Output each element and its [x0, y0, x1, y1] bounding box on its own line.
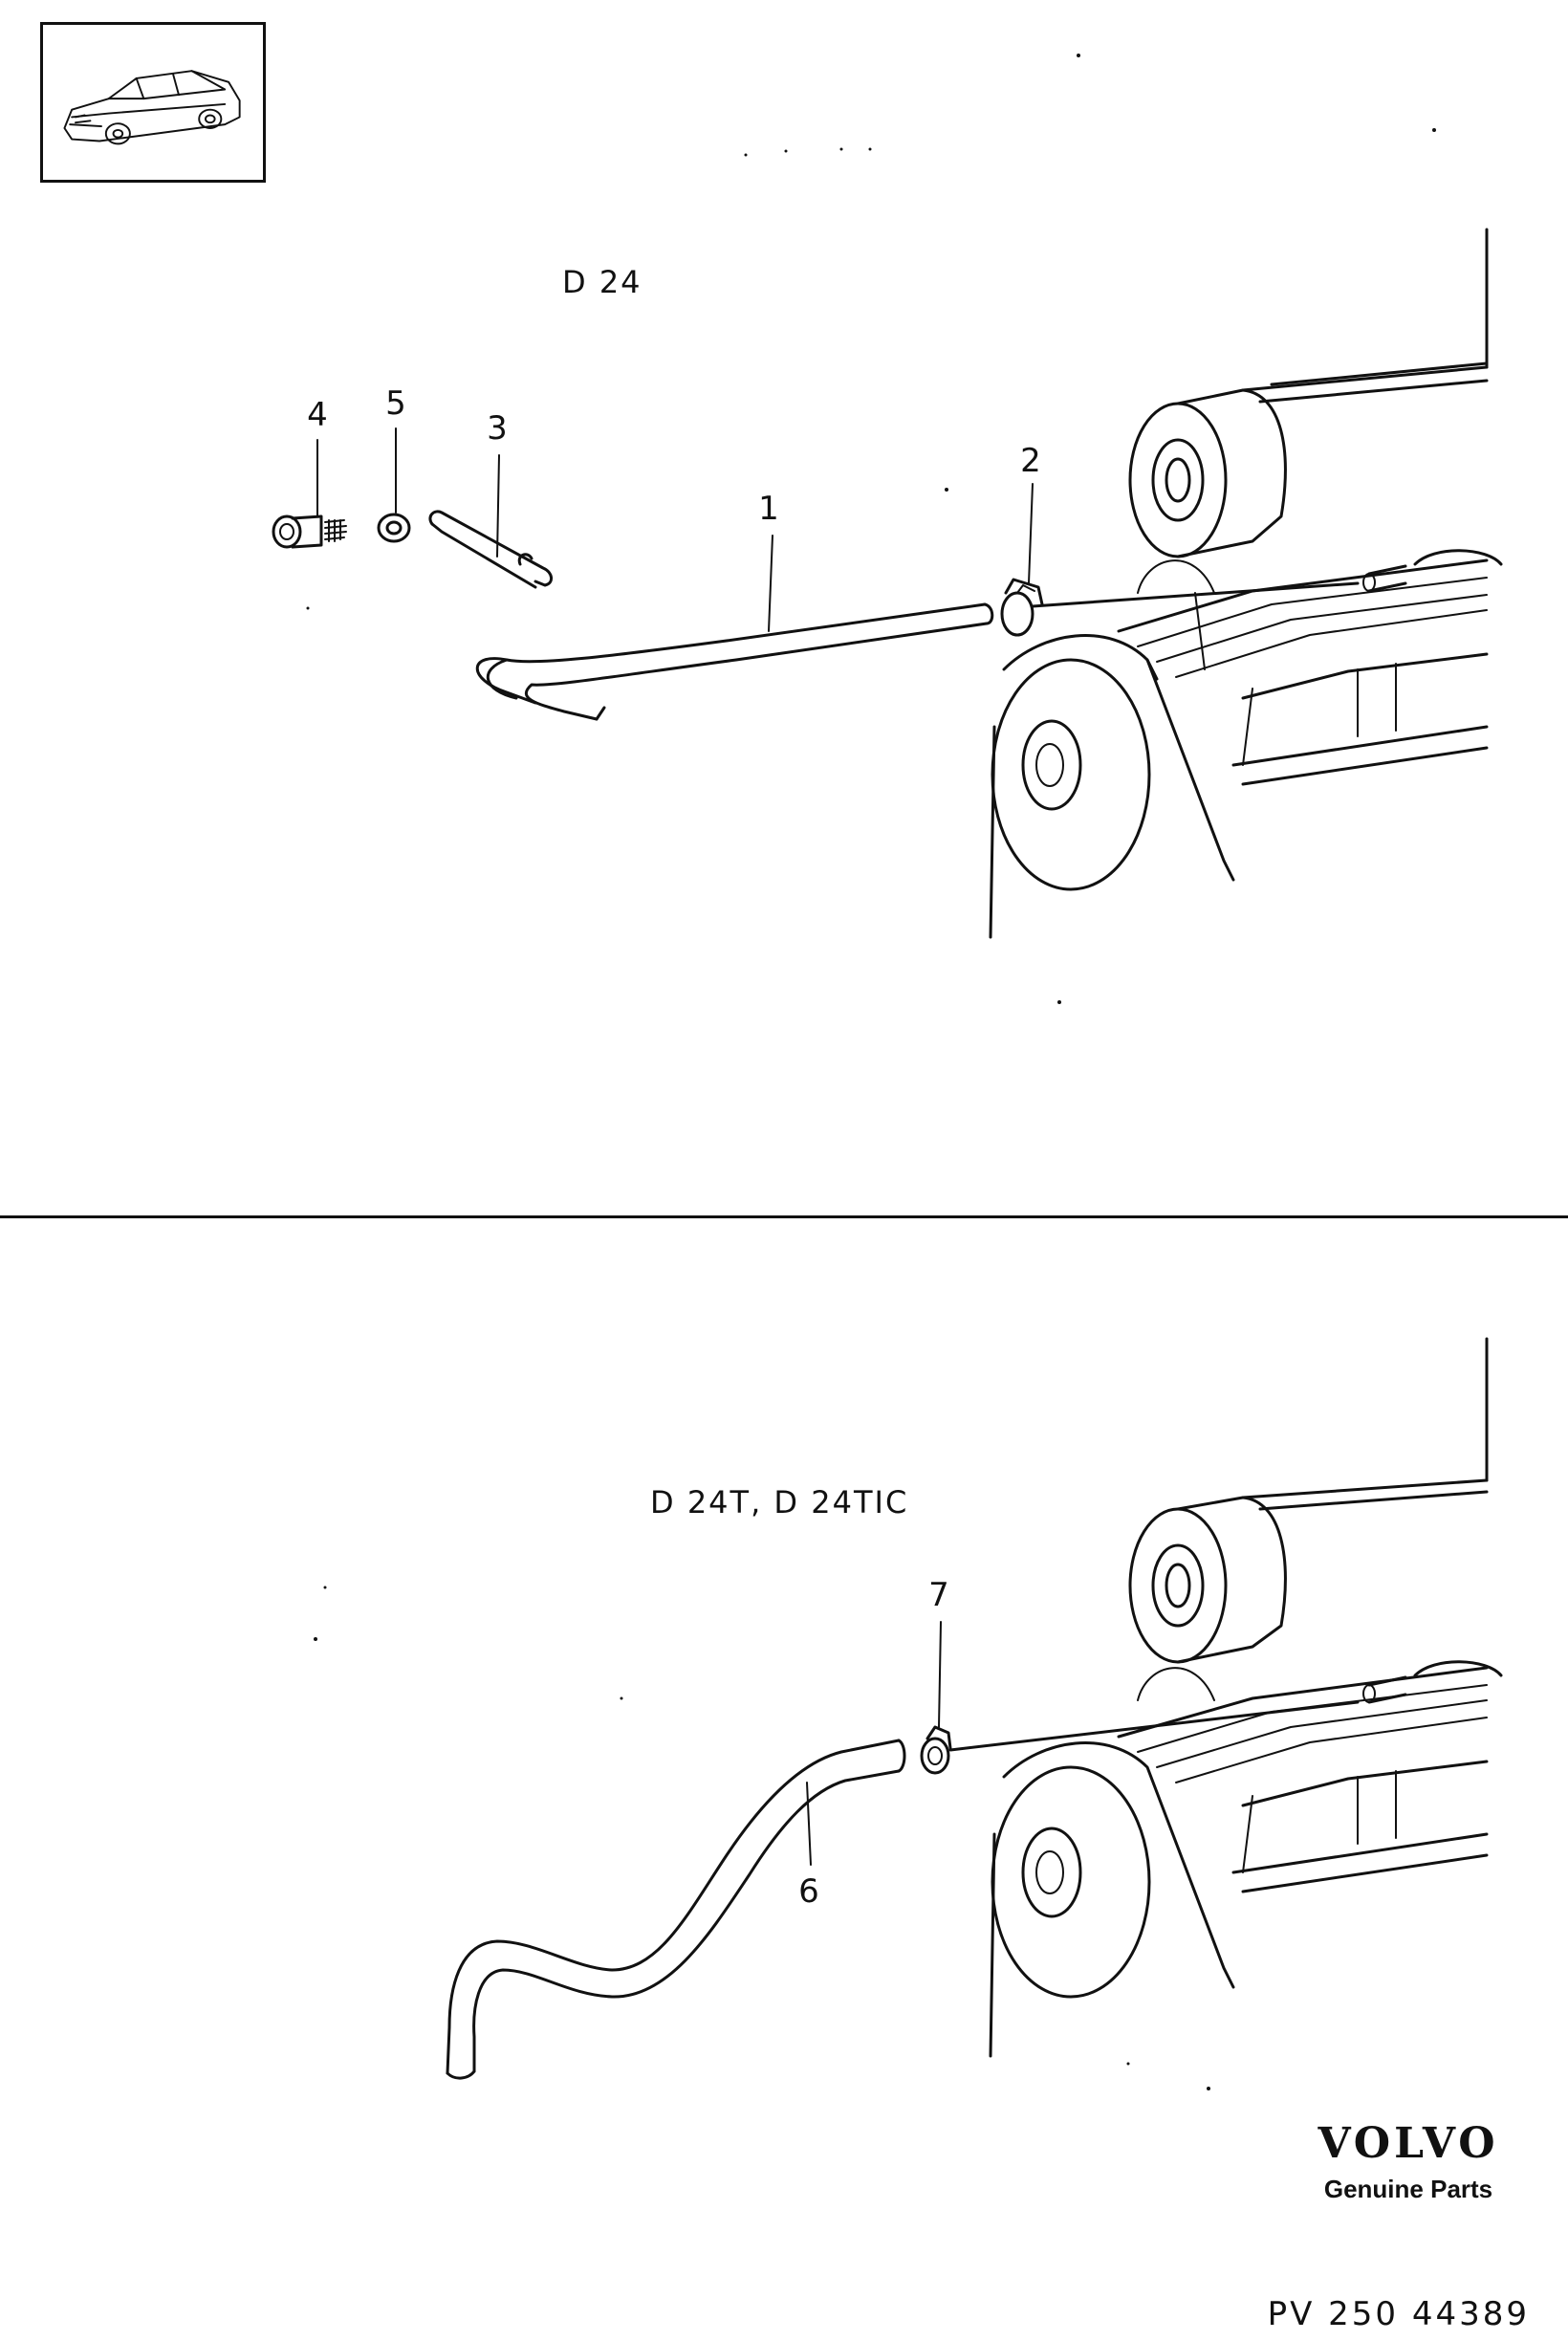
nut-5 — [377, 513, 411, 543]
callout-nut-5: 5 — [385, 384, 406, 423]
section-divider — [0, 1215, 1568, 1218]
engine-outline-lower — [989, 1337, 1503, 2058]
leader-lines-lower — [806, 1621, 942, 1866]
callout-bracket-3: 3 — [487, 409, 508, 448]
leader-lines-upper — [316, 427, 1034, 632]
clamp-2 — [1000, 578, 1360, 637]
bracket-3 — [428, 510, 553, 589]
document-number: PV 250 44389 — [1267, 2295, 1530, 2333]
scan-specks — [306, 54, 1436, 2090]
section-label-d24t-d24tic: D 24T, D 24TIC — [650, 1484, 909, 1521]
hose-1 — [475, 602, 994, 721]
engine-outline-upper — [989, 228, 1503, 939]
clamp-7 — [920, 1700, 1360, 1775]
callout-clamp-7: 7 — [928, 1576, 949, 1614]
screw-4 — [272, 514, 347, 549]
vehicle-thumbnail — [40, 22, 266, 183]
callout-screw-4: 4 — [307, 396, 328, 434]
section-label-d24: D 24 — [562, 264, 642, 300]
brand-tagline: Genuine Parts — [1323, 2175, 1493, 2203]
callout-hose-1: 1 — [758, 490, 779, 528]
callout-clamp-2: 2 — [1020, 442, 1041, 480]
brand-block: VOLVO Genuine Parts — [1289, 2123, 1528, 2204]
hose-6 — [446, 1739, 906, 2080]
car-thumbnail-icon — [63, 70, 241, 145]
callout-hose-6: 6 — [798, 1872, 819, 1911]
volvo-logo: VOLVO — [1318, 2119, 1499, 2168]
